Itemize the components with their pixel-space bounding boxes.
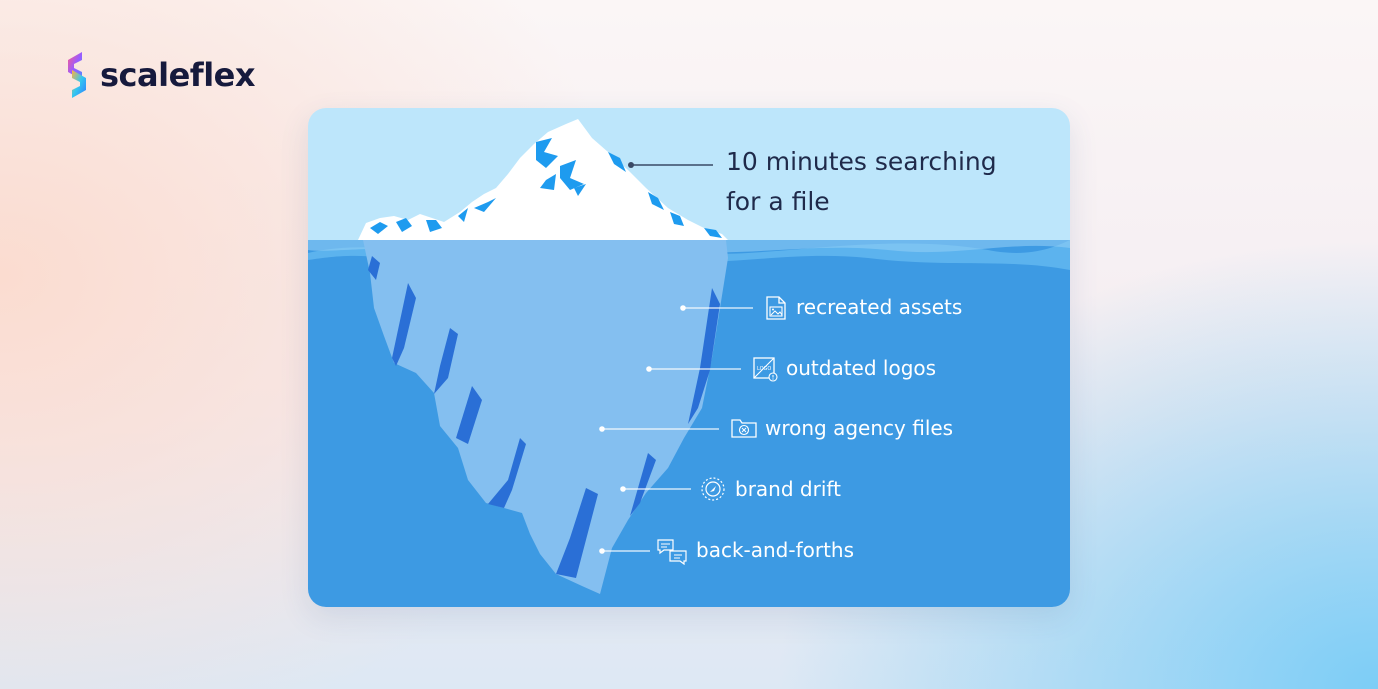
- brand-logo: scaleflex: [64, 50, 256, 100]
- below-water-label-2: outdated logos: [786, 356, 937, 380]
- iceberg-scene: [308, 108, 1070, 607]
- logo-crossed-icon: LOGO: [753, 357, 778, 382]
- svg-text:LOGO: LOGO: [757, 366, 771, 372]
- chat-bubbles-icon: [657, 539, 687, 565]
- above-water-label: 10 minutes searching for a file: [726, 142, 997, 222]
- iceberg-tip: [358, 119, 728, 240]
- image-file-icon: [766, 296, 786, 320]
- above-water-line-1: 10 minutes searching: [726, 147, 997, 176]
- compass-icon: [701, 477, 725, 501]
- above-water-line-2: for a file: [726, 187, 830, 216]
- scaleflex-s-logo-icon: [68, 52, 86, 98]
- brand-name: scaleflex: [100, 56, 256, 94]
- folder-x-icon: [731, 419, 757, 438]
- connector-lines: [599, 162, 753, 554]
- below-water-label-3: wrong agency files: [765, 416, 954, 440]
- below-water-label-4: brand drift: [735, 477, 841, 501]
- iceberg-illustration: 10 minutes searching for a file recreate…: [308, 108, 1070, 607]
- below-water-label-5: back-and-forths: [696, 538, 855, 562]
- below-water-label-1: recreated assets: [796, 295, 963, 319]
